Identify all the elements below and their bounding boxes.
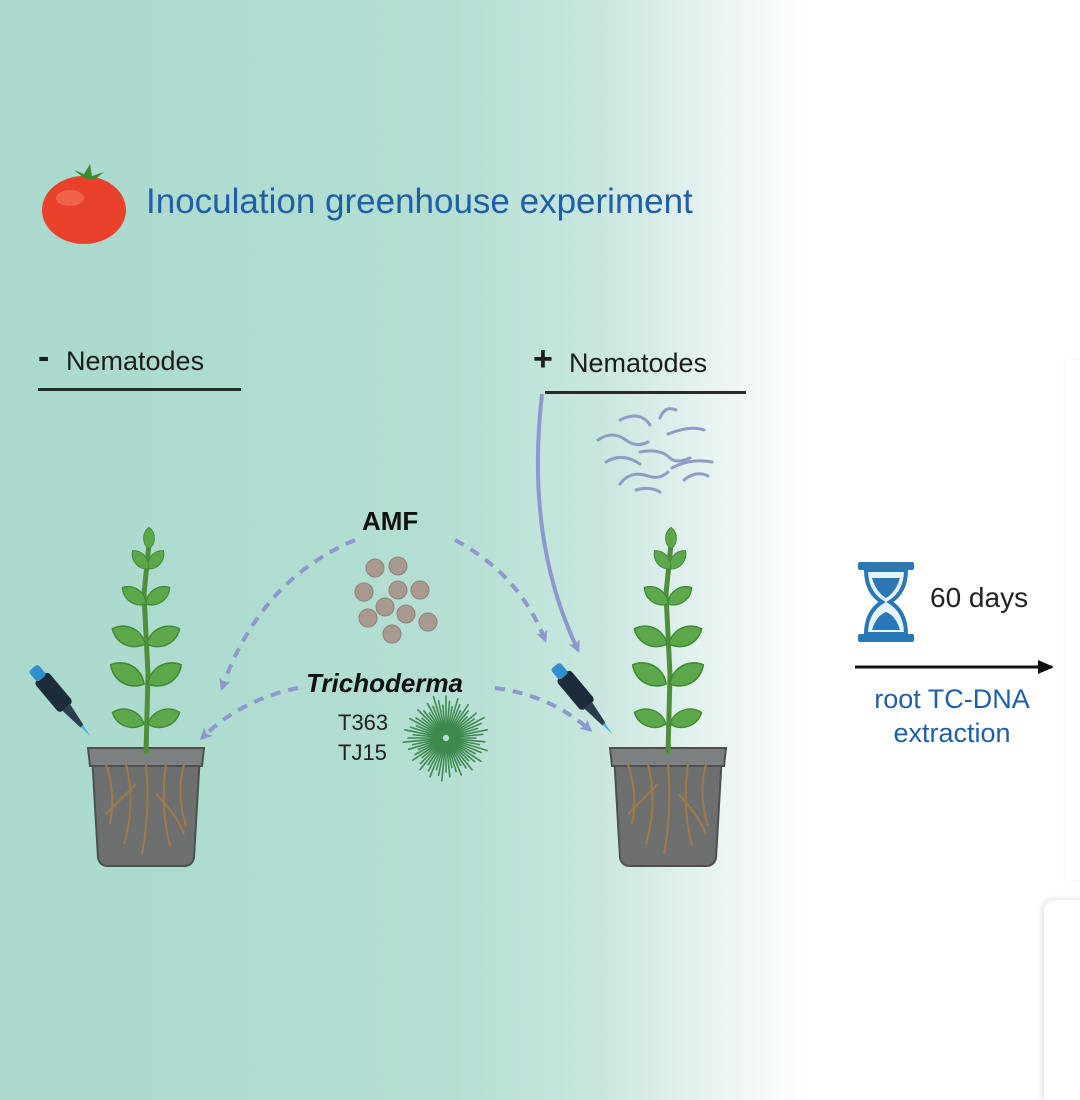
duration-label: 60 days — [930, 582, 1029, 613]
nematodes-icon — [596, 407, 714, 494]
tricho-to-plus-arrow — [494, 686, 593, 732]
plus-group-rule — [545, 391, 746, 394]
spores-icon — [354, 556, 438, 644]
plus-sign: + — [533, 340, 553, 378]
step-label-line1: root TC-DNA — [874, 684, 1030, 714]
strain-label: TJ15 — [338, 740, 387, 765]
amf-to-plus-arrow — [454, 538, 548, 643]
amf-to-minus-arrow — [219, 538, 356, 691]
tomato-icon — [42, 164, 126, 244]
nematode-arrow — [535, 393, 580, 653]
minus-group-label: Nematodes — [66, 346, 205, 376]
minus-sign: - — [38, 338, 50, 376]
pipette-icon — [548, 660, 620, 741]
page-title: Inoculation greenhouse experiment — [146, 182, 693, 221]
fungus-icon — [402, 695, 488, 782]
trichoderma-label: Trichoderma — [306, 668, 464, 698]
next-panel-card — [1044, 900, 1080, 1100]
hourglass-icon — [858, 562, 914, 642]
strain-label: T363 — [338, 710, 389, 735]
plus-group-label: Nematodes — [569, 348, 708, 378]
minus-group-rule — [38, 388, 241, 391]
plant-pot-icon — [610, 527, 726, 866]
tricho-to-minus-arrow — [199, 686, 299, 741]
side-panel-edge — [1066, 360, 1080, 880]
amf-label: AMF — [362, 506, 419, 536]
plant-pot-icon — [88, 527, 204, 866]
step-label-line2: extraction — [893, 718, 1011, 748]
pipette-icon — [26, 662, 98, 743]
